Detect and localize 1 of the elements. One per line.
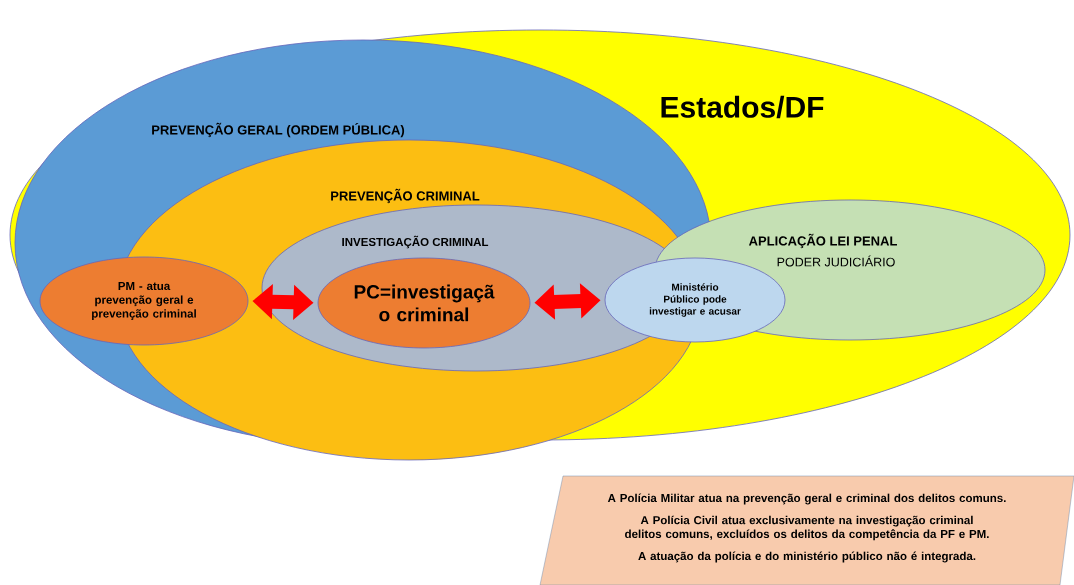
note-box: A Polícia Militar atua na prevenção geral e criminal dos delitos comuns. A Polícia Civil atua exclusivamente na investigação criminal delitos comuns, excluídos os delitos da competência da PF e PM. A atuação da polícia e do ministério público não é integrada. <box>539 475 1074 585</box>
